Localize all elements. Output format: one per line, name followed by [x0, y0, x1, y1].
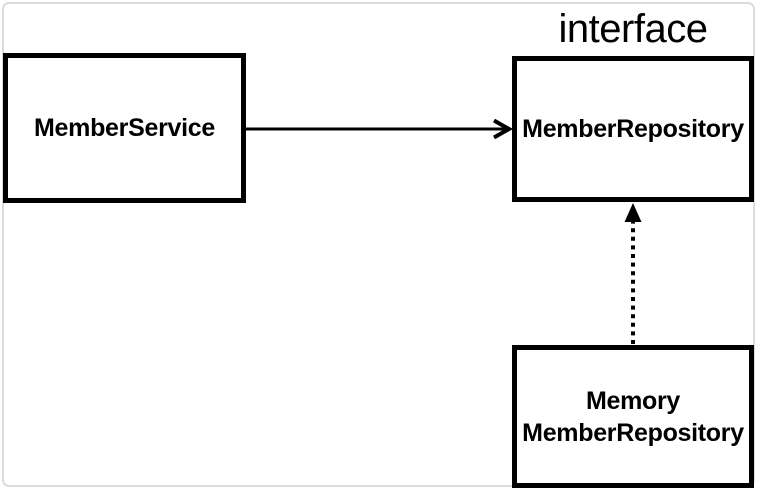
implements-arrow-head [624, 203, 642, 222]
node-member-service: MemberService [3, 53, 246, 203]
node-memory-member-repository: Memory MemberRepository [512, 345, 754, 488]
memory-member-repository-label-line2: MemberRepository [522, 418, 744, 447]
member-service-label: MemberService [34, 114, 215, 142]
dependency-arrow-head [493, 118, 514, 140]
member-repository-label: MemberRepository [522, 115, 744, 143]
interface-stereotype-label: interface [558, 6, 708, 51]
node-member-repository: MemberRepository [512, 56, 754, 202]
memory-member-repository-label-line1: Memory [585, 386, 681, 415]
